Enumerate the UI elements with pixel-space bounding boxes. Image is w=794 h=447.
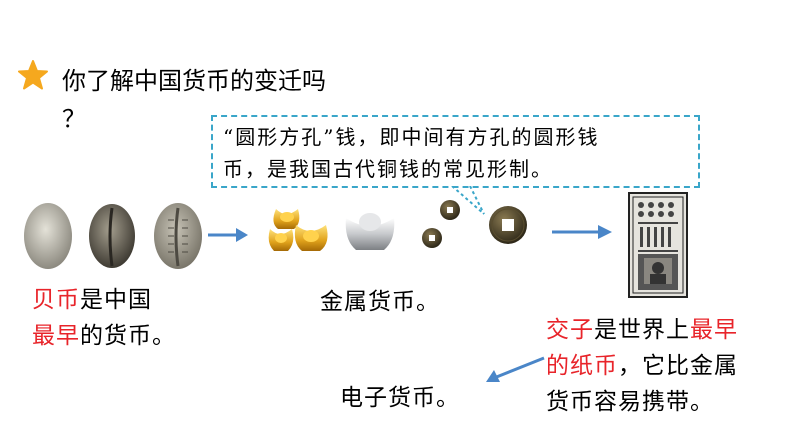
star-icon (18, 60, 48, 90)
shell-money-label: 贝币是中国 最早的货币。 (32, 282, 176, 354)
jiaozi-label: 交子是世界上最早 的纸币，它比金属 货币容易携带。 (546, 312, 738, 420)
label-highlight: 最早 (690, 317, 738, 343)
shell-money-image (24, 203, 202, 269)
label-text: ，它比金属 (618, 353, 738, 379)
arrow-right-icon (552, 225, 612, 239)
title-line-1: 你了解中国货币的变迁吗 (62, 67, 326, 95)
label-highlight: 最早 (32, 323, 80, 349)
slide-title: 你了解中国货币的变迁吗 ？ (62, 62, 326, 138)
metal-money-label: 金属货币。 (320, 289, 440, 315)
jiaozi-note-image (628, 192, 688, 298)
arrow-down-left-icon (486, 356, 545, 382)
callout-pointer (451, 186, 485, 215)
gold-ingot-image (268, 209, 328, 251)
arrow-right-icon (208, 228, 248, 242)
label-text: 是中国 (80, 287, 152, 313)
copper-coins-image (422, 200, 527, 248)
label-text: 的货币。 (80, 323, 176, 349)
callout-box: “圆形方孔”钱，即中间有方孔的圆形钱 币，是我国古代铜钱的常见形制。 (211, 115, 700, 188)
title-line-2: ？ (62, 105, 86, 133)
label-text: 货币容易携带。 (546, 389, 714, 415)
label-text: 是世界上 (594, 317, 690, 343)
electronic-money-label: 电子货币。 (340, 385, 460, 411)
label-highlight: 的纸币 (546, 353, 618, 379)
callout-line-1: “圆形方孔”钱，即中间有方孔的圆形钱 (223, 125, 600, 149)
callout-line-2: 币，是我国古代铜钱的常见形制。 (223, 157, 553, 181)
label-highlight: 交子 (546, 317, 594, 343)
silver-ingot-image (345, 213, 395, 250)
label-highlight: 贝币 (32, 287, 80, 313)
